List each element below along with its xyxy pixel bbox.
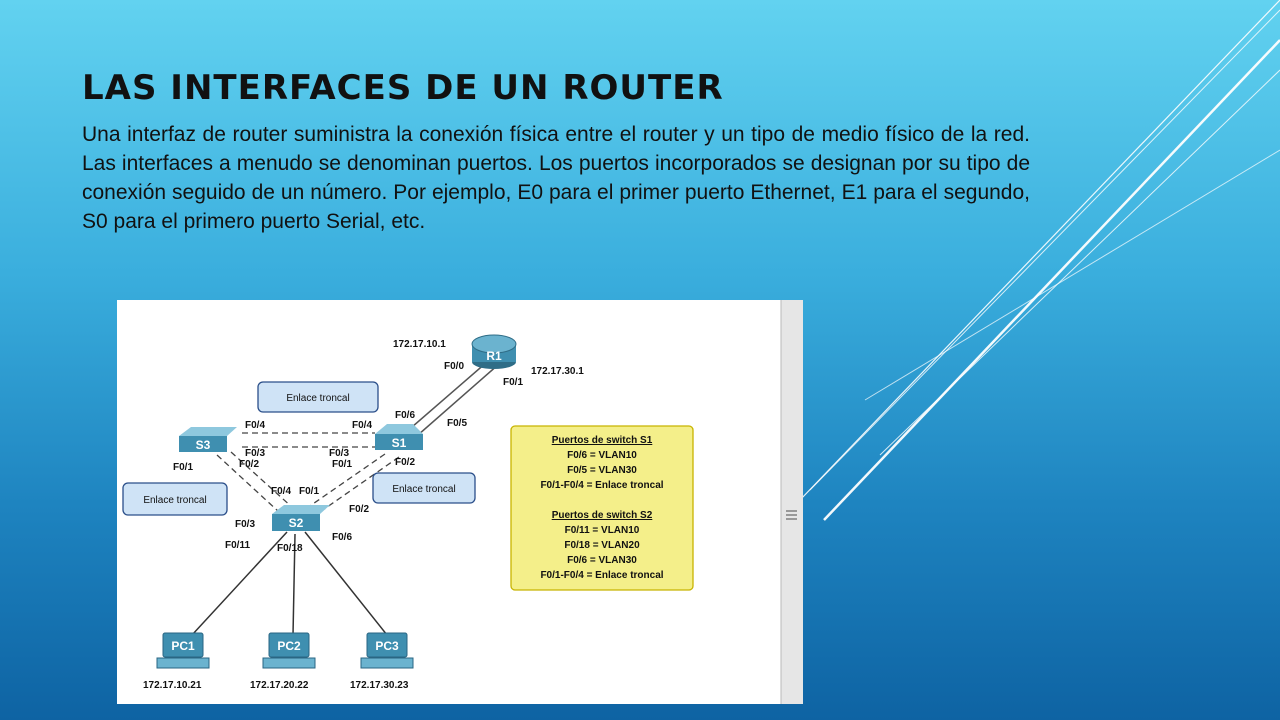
switch-s3-label: S3 [196, 438, 211, 452]
switch-s2: S2 [272, 505, 330, 531]
legend-s1-line: F0/6 = VLAN10 [567, 450, 637, 461]
pc1-label: PC1 [171, 639, 195, 653]
port-s2-f01: F0/1 [299, 486, 319, 497]
network-diagram: R1 S1 S3 S2 [117, 300, 803, 704]
port-s1-f03: F0/3 [329, 448, 349, 459]
callout-trunk-left: Enlace troncal [122, 482, 228, 516]
port-s2-f02: F0/2 [349, 504, 369, 515]
legend-s2-line: F0/18 = VLAN20 [564, 540, 640, 551]
pc2-label: PC2 [277, 639, 301, 653]
legend-s2-line: F0/11 = VLAN10 [565, 525, 640, 536]
pc2: PC2 [262, 632, 316, 669]
ports-legend: Puertos de switch S1 F0/6 = VLAN10 F0/5 … [510, 425, 694, 591]
port-s3-f01: F0/1 [173, 462, 193, 473]
switch-s3: S3 [179, 427, 237, 452]
router-r1: R1 [471, 334, 517, 369]
legend-s2-line: F0/6 = VLAN30 [567, 555, 637, 566]
legend-s2-heading: Puertos de switch S2 [552, 510, 653, 521]
port-s1-f01: F0/1 [332, 459, 352, 470]
port-s3-f02: F0/2 [239, 459, 259, 470]
port-s3-f04: F0/4 [245, 420, 265, 431]
callout-trunk-right: Enlace troncal [372, 472, 476, 504]
ip-pc1: 172.17.10.21 [143, 680, 202, 691]
port-s2-f04: F0/4 [271, 486, 291, 497]
port-r1-f01: F0/1 [503, 377, 523, 388]
port-s1-f06: F0/6 [395, 410, 415, 421]
legend-s2-line: F0/1-F0/4 = Enlace troncal [540, 570, 663, 581]
ip-r1-right: 172.17.30.1 [531, 366, 584, 377]
switch-s2-label: S2 [289, 516, 304, 530]
callout-trunk-left-text: Enlace troncal [143, 495, 206, 506]
legend-s1-line: F0/1-F0/4 = Enlace troncal [540, 480, 663, 491]
port-r1-f00: F0/0 [444, 361, 464, 372]
slide-title: Las interfaces de un router [82, 68, 724, 108]
legend-s1-heading: Puertos de switch S1 [552, 435, 653, 446]
ip-pc2: 172.17.20.22 [250, 680, 309, 691]
port-s2-f03: F0/3 [235, 519, 255, 530]
port-s1-f04: F0/4 [352, 420, 372, 431]
scrollbar[interactable] [781, 300, 803, 704]
callout-trunk-right-text: Enlace troncal [392, 484, 455, 495]
legend-s1-line: F0/5 = VLAN30 [567, 465, 637, 476]
port-s2-f018: F0/18 [277, 543, 303, 554]
port-s1-f02: F0/2 [395, 457, 415, 468]
callout-trunk-top: Enlace troncal [257, 381, 379, 413]
switch-s1: S1 [375, 424, 423, 450]
pc3-label: PC3 [375, 639, 399, 653]
pc3: PC3 [360, 632, 414, 669]
slide-body-text: Una interfaz de router suministra la con… [82, 123, 1030, 233]
ip-pc3: 172.17.30.23 [350, 680, 409, 691]
ip-r1-left: 172.17.10.1 [393, 339, 446, 350]
port-s3-f03: F0/3 [245, 448, 265, 459]
port-s2-f06: F0/6 [332, 532, 352, 543]
router-r1-label: R1 [486, 349, 502, 363]
port-s1-f05: F0/5 [447, 418, 467, 429]
callout-trunk-top-text: Enlace troncal [286, 393, 349, 404]
port-s2-f011: F0/11 [225, 540, 250, 551]
switch-s1-label: S1 [392, 436, 407, 450]
pc1: PC1 [156, 632, 210, 669]
